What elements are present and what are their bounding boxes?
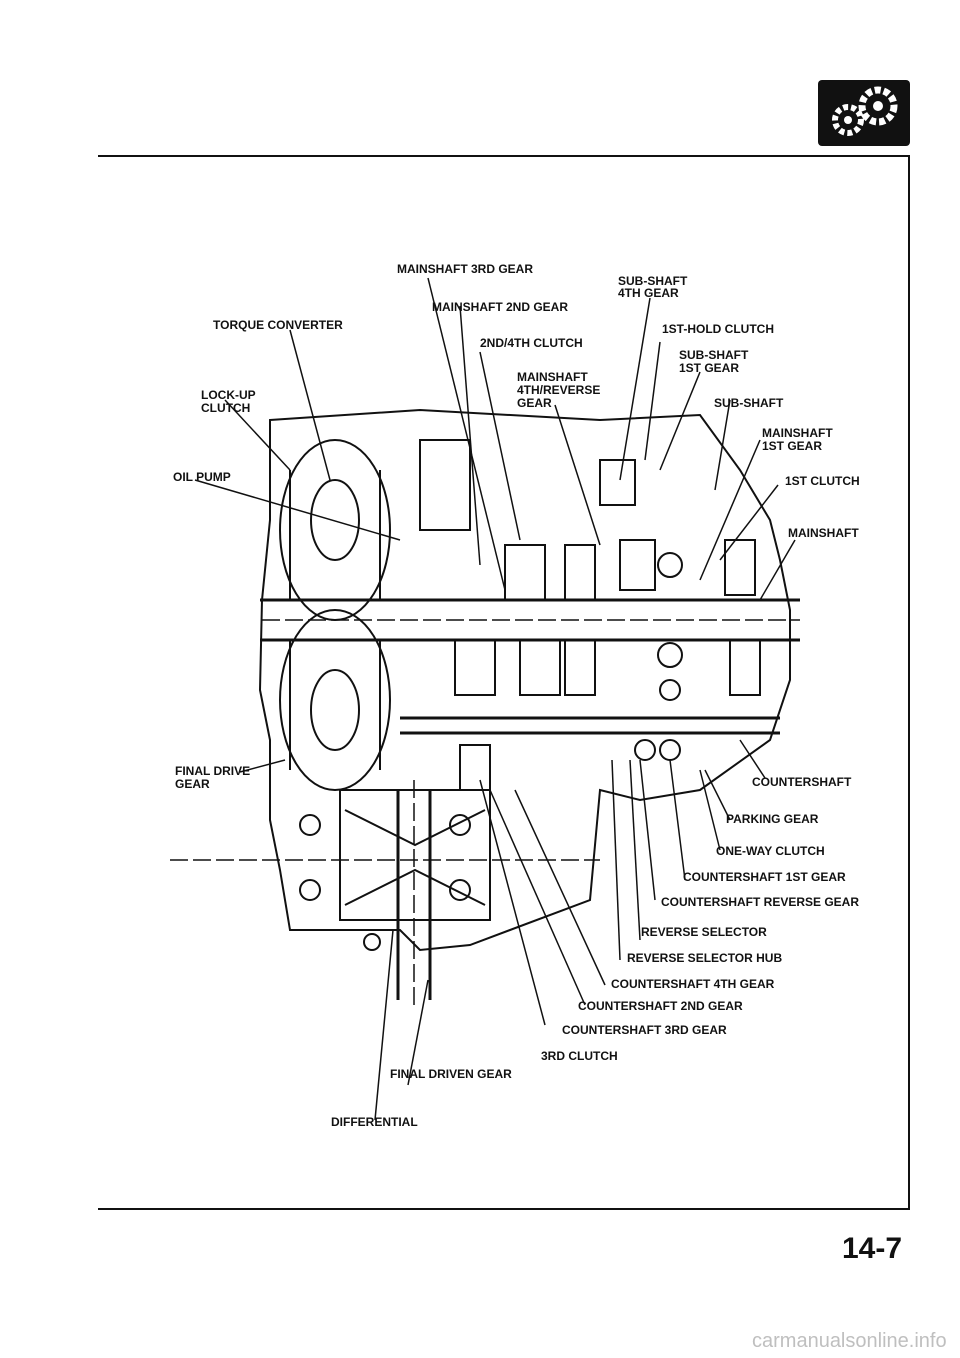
label-mainshaft-4th-reverse-line3: GEAR xyxy=(517,396,552,410)
label-torque-converter: TORQUE CONVERTER xyxy=(213,318,343,332)
label-lock-up-clutch-line1: LOCK-UP xyxy=(201,388,256,402)
label-countershaft-2nd-gear: COUNTERSHAFT 2ND GEAR xyxy=(578,999,743,1013)
label-mainshaft-4th-reverse-line1: MAINSHAFT xyxy=(517,370,588,384)
label-differential: DIFFERENTIAL xyxy=(331,1115,418,1129)
page-frame xyxy=(98,155,910,1210)
label-mainshaft-3rd-gear: MAINSHAFT 3RD GEAR xyxy=(397,262,534,276)
label-one-way-clutch: ONE-WAY CLUTCH xyxy=(716,844,825,858)
label-countershaft-4th-gear: COUNTERSHAFT 4TH GEAR xyxy=(611,977,775,991)
label-final-driven-gear: FINAL DRIVEN GEAR xyxy=(390,1067,512,1081)
watermark: carmanualsonline.info xyxy=(752,1330,947,1352)
label-sub-shaft-1st-gear-line1: SUB-SHAFT xyxy=(679,348,749,362)
label-mainshaft-1st-gear-line1: MAINSHAFT xyxy=(762,426,833,440)
label-final-drive-gear-line2: GEAR xyxy=(175,777,210,791)
label-1st-clutch: 1ST CLUTCH xyxy=(785,474,860,488)
label-3rd-clutch: 3RD CLUTCH xyxy=(541,1049,618,1063)
label-parking-gear: PARKING GEAR xyxy=(726,812,819,826)
label-2nd-4th-clutch: 2ND/4TH CLUTCH xyxy=(480,336,583,350)
gears-icon xyxy=(818,80,910,146)
label-lock-up-clutch-line2: CLUTCH xyxy=(201,401,251,415)
label-mainshaft-2nd-gear: MAINSHAFT 2ND GEAR xyxy=(432,300,569,314)
label-mainshaft-4th-reverse-line2: 4TH/REVERSE xyxy=(517,383,601,397)
label-sub-shaft-4th-gear-line1: SUB-SHAFT xyxy=(618,274,688,288)
label-countershaft-1st-gear: COUNTERSHAFT 1ST GEAR xyxy=(683,870,846,884)
label-sub-shaft-1st-gear-line2: 1ST GEAR xyxy=(679,361,740,375)
label-reverse-selector: REVERSE SELECTOR xyxy=(641,925,767,939)
label-sub-shaft-4th-gear-line2: 4TH GEAR xyxy=(618,286,679,300)
label-countershaft: COUNTERSHAFT xyxy=(752,775,852,789)
label-mainshaft: MAINSHAFT xyxy=(788,526,859,540)
label-oil-pump: OIL PUMP xyxy=(173,470,231,484)
label-sub-shaft: SUB-SHAFT xyxy=(714,396,784,410)
label-mainshaft-1st-gear-line2: 1ST GEAR xyxy=(762,439,823,453)
page-number: 14-7 xyxy=(842,1232,903,1265)
label-final-drive-gear-line1: FINAL DRIVE xyxy=(175,764,251,778)
label-countershaft-reverse-gear: COUNTERSHAFT REVERSE GEAR xyxy=(661,895,860,909)
label-1st-hold-clutch: 1ST-HOLD CLUTCH xyxy=(662,322,774,336)
label-countershaft-3rd-gear: COUNTERSHAFT 3RD GEAR xyxy=(562,1023,727,1037)
label-reverse-selector-hub: REVERSE SELECTOR HUB xyxy=(627,951,783,965)
